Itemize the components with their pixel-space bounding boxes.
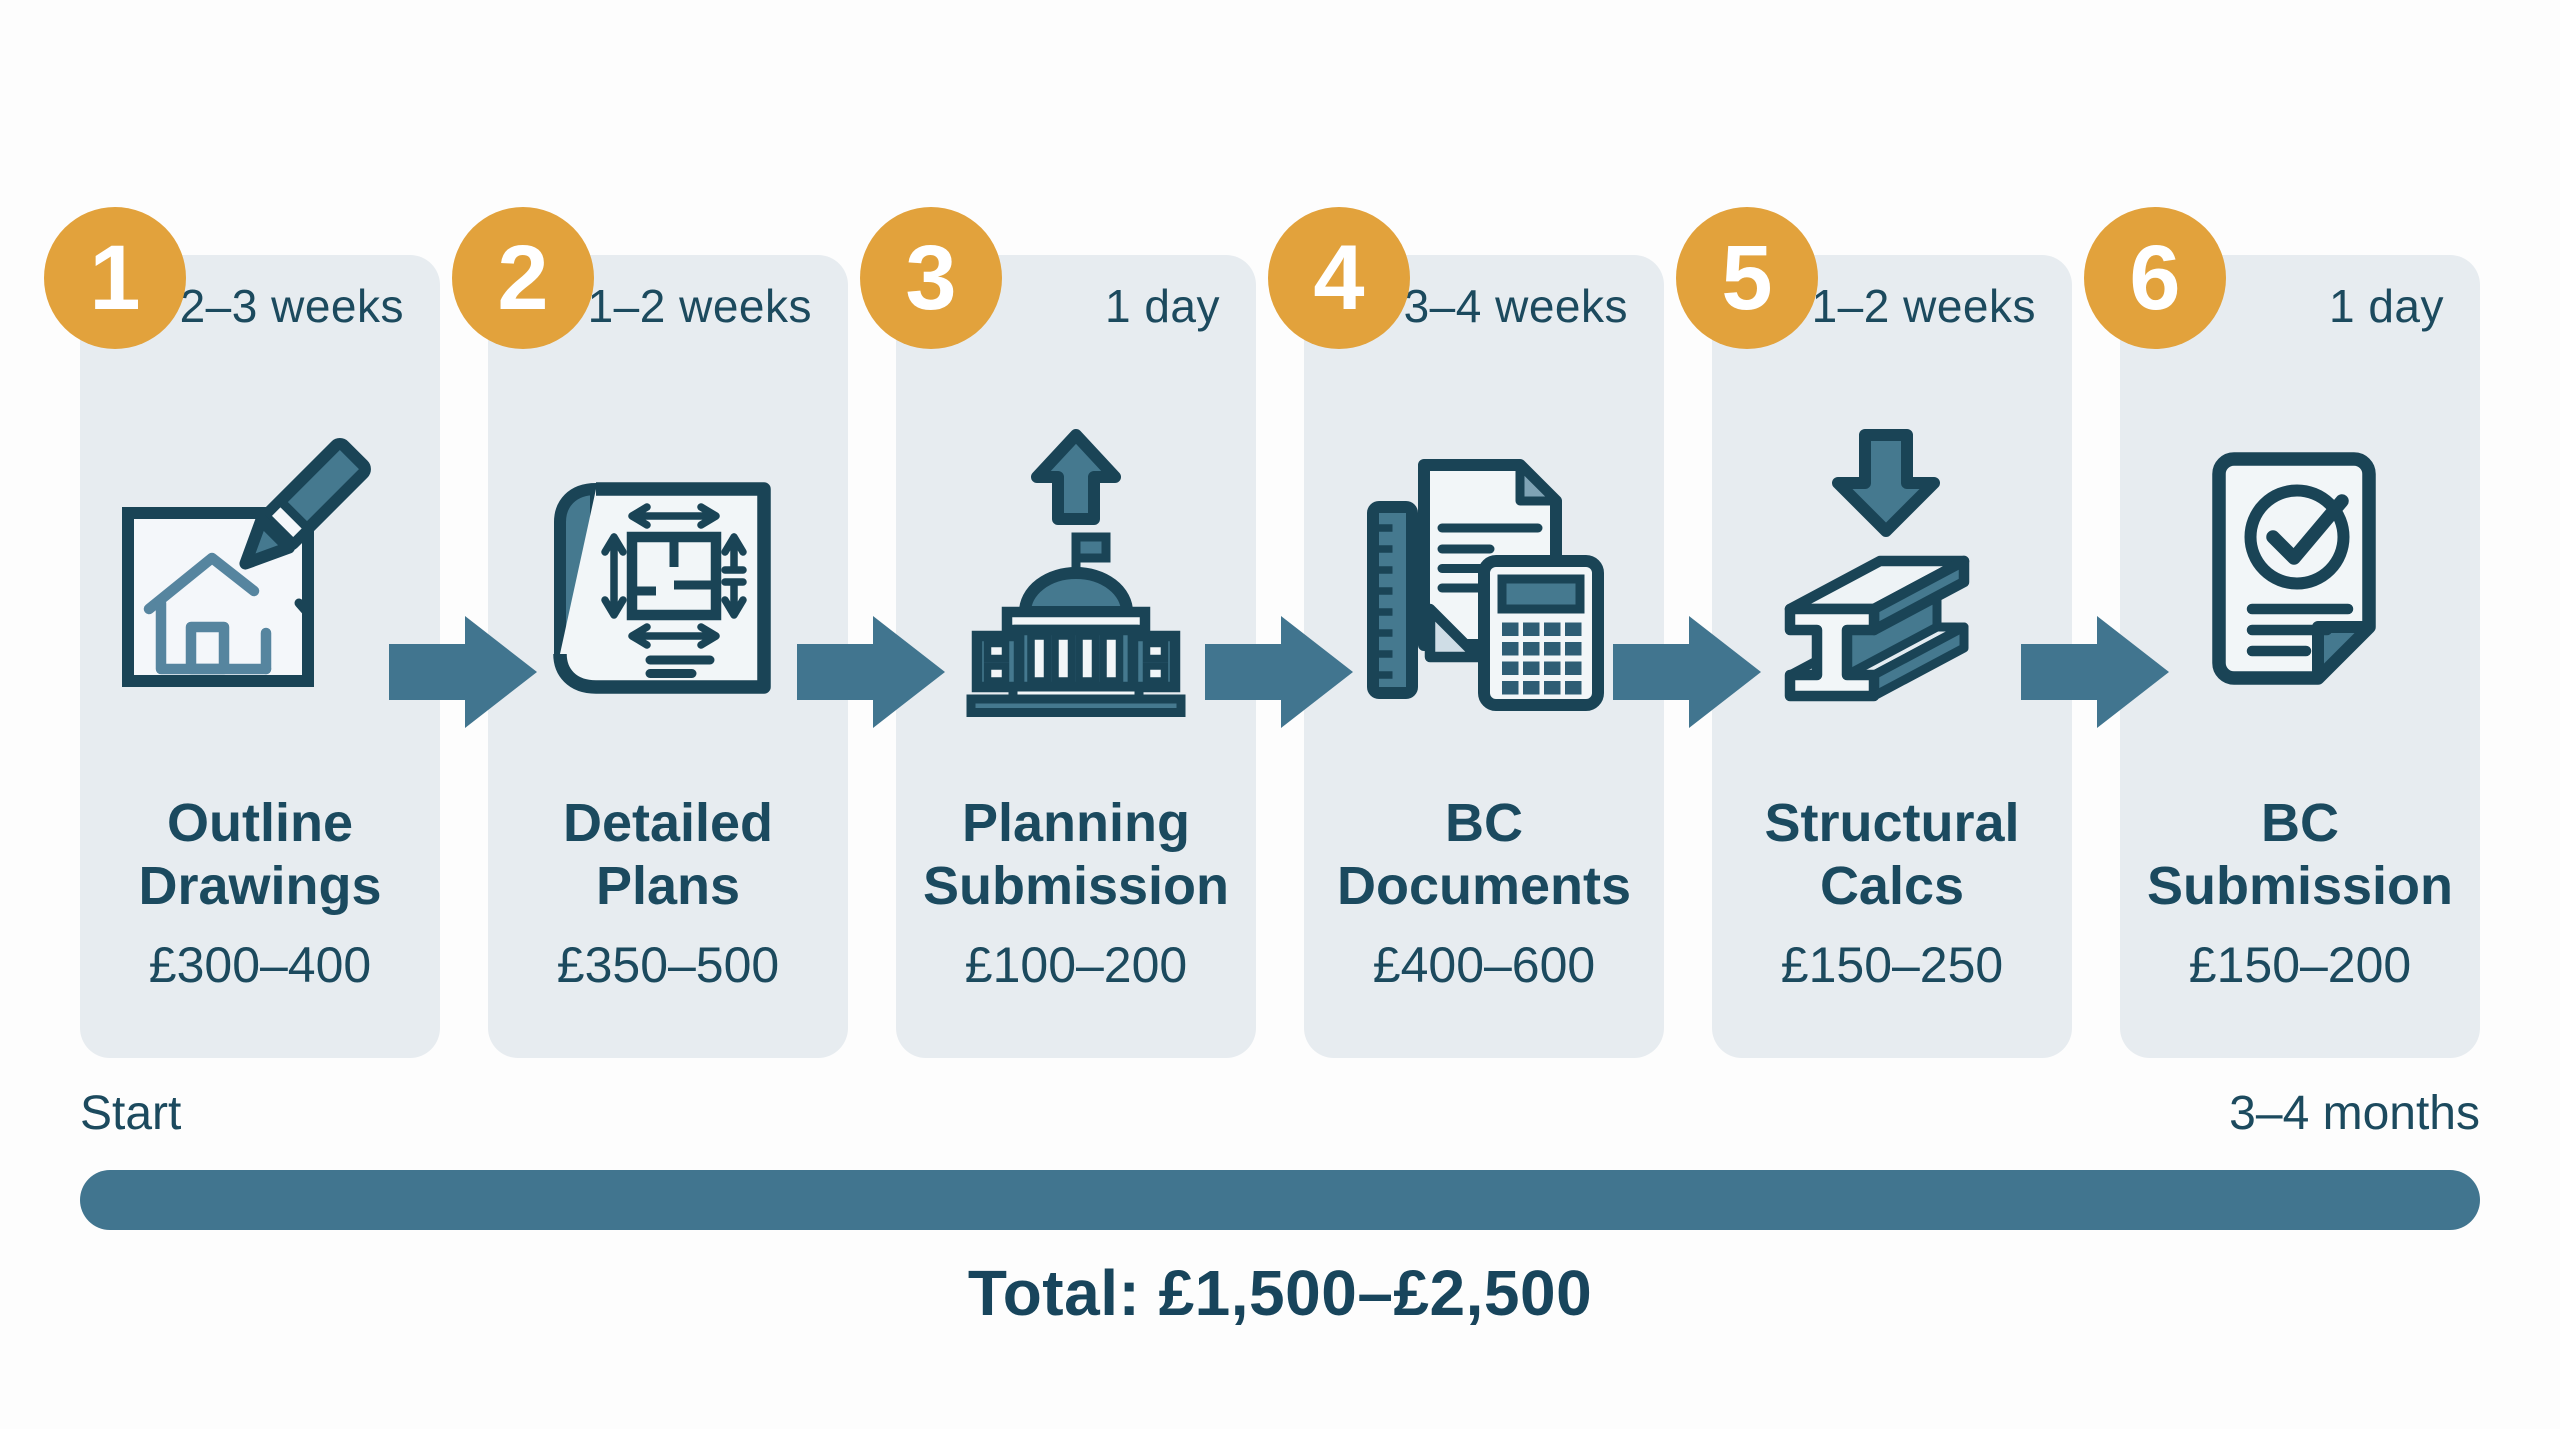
step-title: Outline Drawings: [138, 793, 382, 917]
step-number-badge: 1: [44, 207, 186, 349]
timeline-bar: [80, 1170, 2480, 1230]
steel-beam-load-icon: [1784, 429, 1970, 702]
step-title: Structural Calcs: [1764, 793, 2020, 917]
blueprint-icon: [553, 482, 771, 694]
step-number: 2: [497, 226, 549, 329]
step-number-badge: 6: [2084, 207, 2226, 349]
arrow-right-icon: [1613, 616, 1761, 728]
step-number-badge: 2: [452, 207, 594, 349]
step-price: £150–200: [2188, 937, 2412, 994]
step-duration: 1 day: [1104, 280, 1220, 332]
step-number: 3: [905, 226, 957, 329]
step-icon-wrap: [2120, 388, 2480, 758]
step-icon-wrap: [1304, 388, 1664, 758]
step-number-badge: 5: [1676, 207, 1818, 349]
step-duration: 1–2 weeks: [587, 280, 812, 332]
house-sketch-icon: [122, 438, 371, 687]
step-card-planning-submission: 3 1 day: [860, 207, 1353, 1058]
step-card-structural-calcs: 5 1–2 weeks Structural Calcs £150–250: [1676, 207, 2169, 1058]
step-number-badge: 4: [1268, 207, 1410, 349]
arrow-right-icon: [1205, 616, 1353, 728]
timeline-labels: Start 3–4 months: [80, 1086, 2480, 1141]
total-cost-label: Total: £1,500–£2,500: [967, 1257, 1593, 1329]
step-number-badge: 3: [860, 207, 1002, 349]
step-number: 5: [1721, 226, 1773, 329]
step-duration: 2–3 weeks: [179, 280, 404, 332]
step-number: 4: [1313, 226, 1365, 329]
step-title: Detailed Plans: [562, 793, 774, 917]
step-card-bc-submission: 6 1 day BC Submission £150–200: [2084, 207, 2480, 1058]
step-icon-wrap: [896, 388, 1256, 758]
documents-calculator-icon: [1367, 459, 1604, 711]
step-price: £150–250: [1780, 937, 2004, 994]
timeline-end-label: 3–4 months: [2229, 1087, 2480, 1140]
step-number: 6: [2129, 226, 2181, 329]
arrow-right-icon: [797, 616, 945, 728]
step-card-bc-documents: 4 3–4 weeks: [1268, 207, 1761, 1058]
step-icon-wrap: [488, 388, 848, 758]
arrow-right-icon: [389, 616, 537, 728]
step-price: £100–200: [964, 937, 1188, 994]
step-title: BC Documents: [1336, 793, 1632, 917]
step-card-detailed-plans: 2 1–2 weeks Detailed Plans: [452, 207, 945, 1058]
approved-document-icon: [2212, 452, 2376, 685]
step-price: £300–400: [148, 937, 372, 994]
step-duration: 1–2 weeks: [1811, 280, 2036, 332]
step-card-outline-drawings: 1 2–3 weeks: [44, 207, 537, 1058]
steps-row: 1 2–3 weeks: [44, 207, 2480, 1058]
step-duration: 3–4 weeks: [1403, 280, 1628, 332]
step-title: BC Submission: [2146, 793, 2454, 917]
step-price: £350–500: [556, 937, 780, 994]
step-icon-wrap: [1712, 388, 2072, 758]
timeline-start-label: Start: [80, 1087, 182, 1140]
step-icon-wrap: [80, 388, 440, 758]
council-building-upload-icon: [966, 429, 1186, 717]
step-price: £400–600: [1372, 937, 1596, 994]
step-title: Planning Submission: [922, 793, 1230, 917]
step-number: 1: [89, 226, 141, 329]
arrow-right-icon: [2021, 616, 2169, 728]
step-duration: 1 day: [2328, 280, 2444, 332]
